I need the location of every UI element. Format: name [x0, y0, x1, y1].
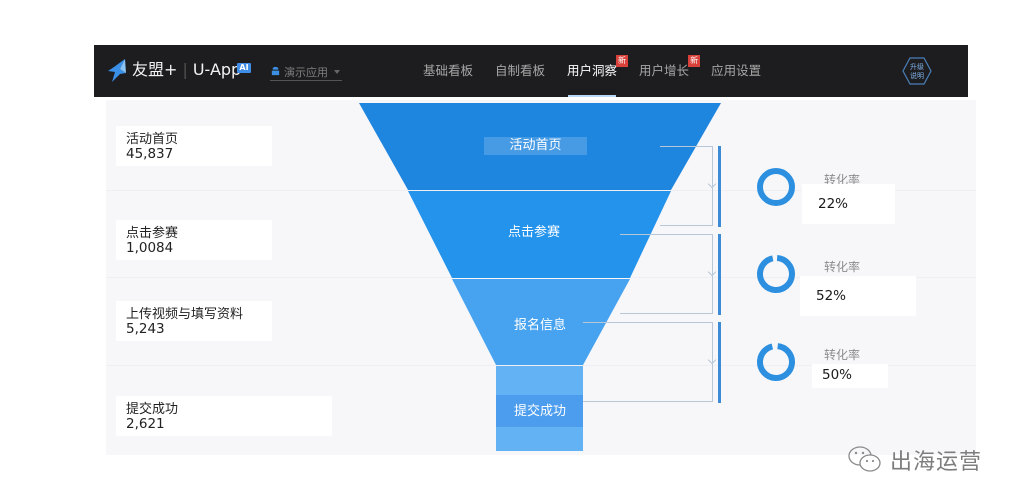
funnel-label-1: 活动首页	[484, 137, 587, 155]
step-card-1: 活动首页 45,837	[116, 126, 272, 166]
wechat-icon	[848, 446, 881, 472]
step-card-4: 提交成功 2,621	[116, 396, 332, 436]
nav-tab-label: 应用设置	[711, 63, 762, 78]
conversion-ring-icon-1	[757, 168, 795, 206]
conversion-bracket-2	[620, 234, 713, 314]
nav-tab-label: 用户洞察	[567, 63, 618, 78]
watermark: 出海运营	[846, 444, 982, 476]
funnel-label-3: 报名信息	[513, 318, 566, 333]
step-count: 1,0084	[126, 240, 174, 256]
conversion-rate-value-1: 22%	[802, 184, 895, 224]
brand-separator: |	[182, 60, 188, 79]
funnel-label-2: 点击参赛	[507, 225, 560, 240]
brand-name: 友盟+	[132, 60, 178, 79]
nav-tab-label: 基础看板	[423, 63, 474, 78]
nav-tab-user-insight[interactable]: 用户洞察 新	[556, 45, 629, 97]
conversion-rate-label: 转化率	[824, 173, 861, 187]
step-name: 提交成功	[126, 402, 179, 417]
funnel-layer-1[interactable]	[359, 103, 721, 190]
step-count: 5,243	[126, 321, 165, 337]
watermark-text: 出海运营	[890, 450, 983, 475]
product-name: U-App	[192, 60, 242, 79]
hexagon-icon	[902, 57, 932, 85]
umeng-logo-icon	[108, 59, 126, 82]
conversion-bracket-3	[583, 322, 713, 402]
main-nav: 基础看板 自制看板 用户洞察 新 用户增长 新 应用设置	[412, 45, 772, 97]
step-name: 活动首页	[126, 132, 179, 147]
conversion-bar-1	[718, 146, 721, 227]
conversion-ring-icon-2	[757, 255, 795, 293]
nav-tab-basic-dashboard[interactable]: 基础看板	[412, 45, 484, 97]
row-divider	[106, 365, 976, 366]
conversion-rate-label: 转化率	[824, 348, 861, 362]
app-selector-value: 演示应用	[284, 65, 328, 79]
conversion-bar-3	[718, 322, 721, 403]
conversion-rate-label: 转化率	[824, 260, 861, 274]
step-card-2: 点击参赛 1,0084	[116, 220, 272, 260]
step-name: 点击参赛	[126, 226, 179, 241]
funnel-layer-2[interactable]	[408, 191, 671, 278]
brand-title[interactable]: 友盟+|U-App	[132, 59, 241, 81]
android-icon	[271, 66, 280, 76]
upgrade-info-button[interactable]: 升级 说明	[902, 56, 932, 86]
step-count: 2,621	[126, 416, 165, 432]
conversion-rate-value-2: 52%	[800, 276, 916, 316]
funnel-label-4: 提交成功	[513, 404, 566, 419]
conversion-bracket-1	[660, 146, 713, 226]
step-count: 45,837	[126, 146, 174, 162]
conversion-rate-value-3: 50%	[812, 364, 888, 388]
nav-tab-custom-dashboard[interactable]: 自制看板	[484, 45, 556, 97]
nav-tab-app-settings[interactable]: 应用设置	[700, 45, 772, 97]
ai-badge: AI	[237, 63, 251, 73]
nav-tab-user-growth[interactable]: 用户增长 新	[628, 45, 701, 97]
step-card-3: 上传视频与填写资料 5,243	[116, 301, 272, 341]
nav-tab-label: 自制看板	[495, 63, 546, 78]
app-selector-dropdown[interactable]: 演示应用	[270, 63, 342, 81]
conversion-ring-icon-3	[757, 343, 795, 381]
new-badge: 新	[688, 55, 701, 67]
upgrade-label-line2: 说明	[910, 72, 924, 80]
funnel-layer-3[interactable]	[452, 279, 630, 365]
chevron-down-icon	[334, 69, 340, 74]
row-divider	[106, 190, 976, 191]
new-badge: 新	[616, 55, 629, 67]
conversion-bar-2	[718, 234, 721, 315]
nav-tab-label: 用户增长	[639, 63, 690, 78]
funnel-label-band	[496, 395, 583, 427]
upgrade-label-line1: 升级	[910, 63, 924, 71]
step-name: 上传视频与填写资料	[126, 307, 244, 322]
top-nav-bar: 友盟+|U-App AI 演示应用 基础看板 自制看板 用户洞察 新 用户增长 …	[94, 45, 968, 97]
